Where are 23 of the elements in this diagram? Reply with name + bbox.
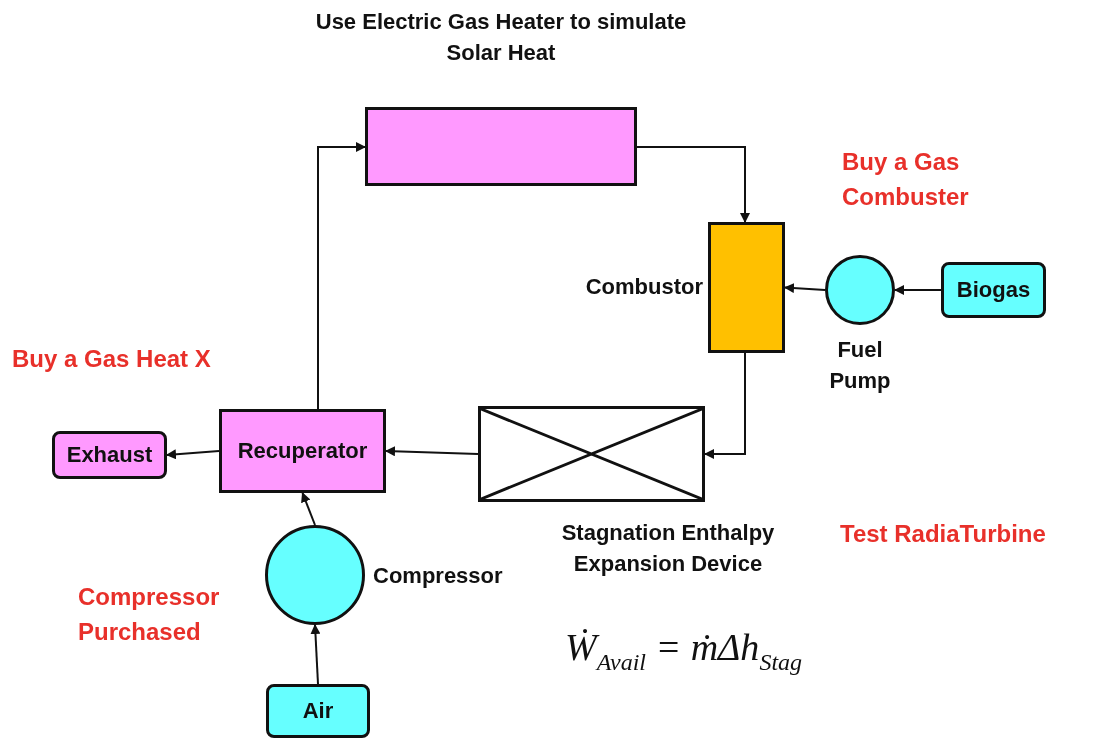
arrow bbox=[704, 352, 746, 459]
arrow bbox=[636, 146, 750, 223]
source-box: Biogas bbox=[941, 262, 1046, 318]
note-text: Compressor Purchased bbox=[78, 582, 221, 647]
node-label: Compressor bbox=[373, 562, 504, 590]
arrow bbox=[166, 449, 220, 460]
node-label: Fuel Pump bbox=[828, 336, 892, 395]
exhaust-box: Exhaust bbox=[52, 431, 167, 479]
arrow bbox=[310, 624, 321, 685]
equation: Ẇ$_{Avail}$ = ṁΔh$_{Stag}$ bbox=[565, 625, 803, 676]
arrow bbox=[894, 285, 942, 295]
node-label: Use Electric Gas Heater to simulate Solar Heat bbox=[314, 8, 688, 67]
arrow bbox=[784, 283, 826, 294]
note-text: Buy a Gas Combuster bbox=[842, 147, 970, 212]
node-label: Combustor bbox=[584, 273, 703, 301]
arrow bbox=[301, 492, 316, 526]
arrow bbox=[385, 446, 479, 457]
note-text: Test RadiaTurbine bbox=[840, 519, 1047, 549]
arrow bbox=[317, 142, 366, 410]
recuperator-box: Recuperator bbox=[219, 409, 386, 493]
inlet-box: Air bbox=[266, 684, 370, 738]
note-text: Buy a Gas Heat X bbox=[12, 344, 212, 374]
node-label: Stagnation Enthalpy Expansion Device bbox=[560, 519, 776, 578]
